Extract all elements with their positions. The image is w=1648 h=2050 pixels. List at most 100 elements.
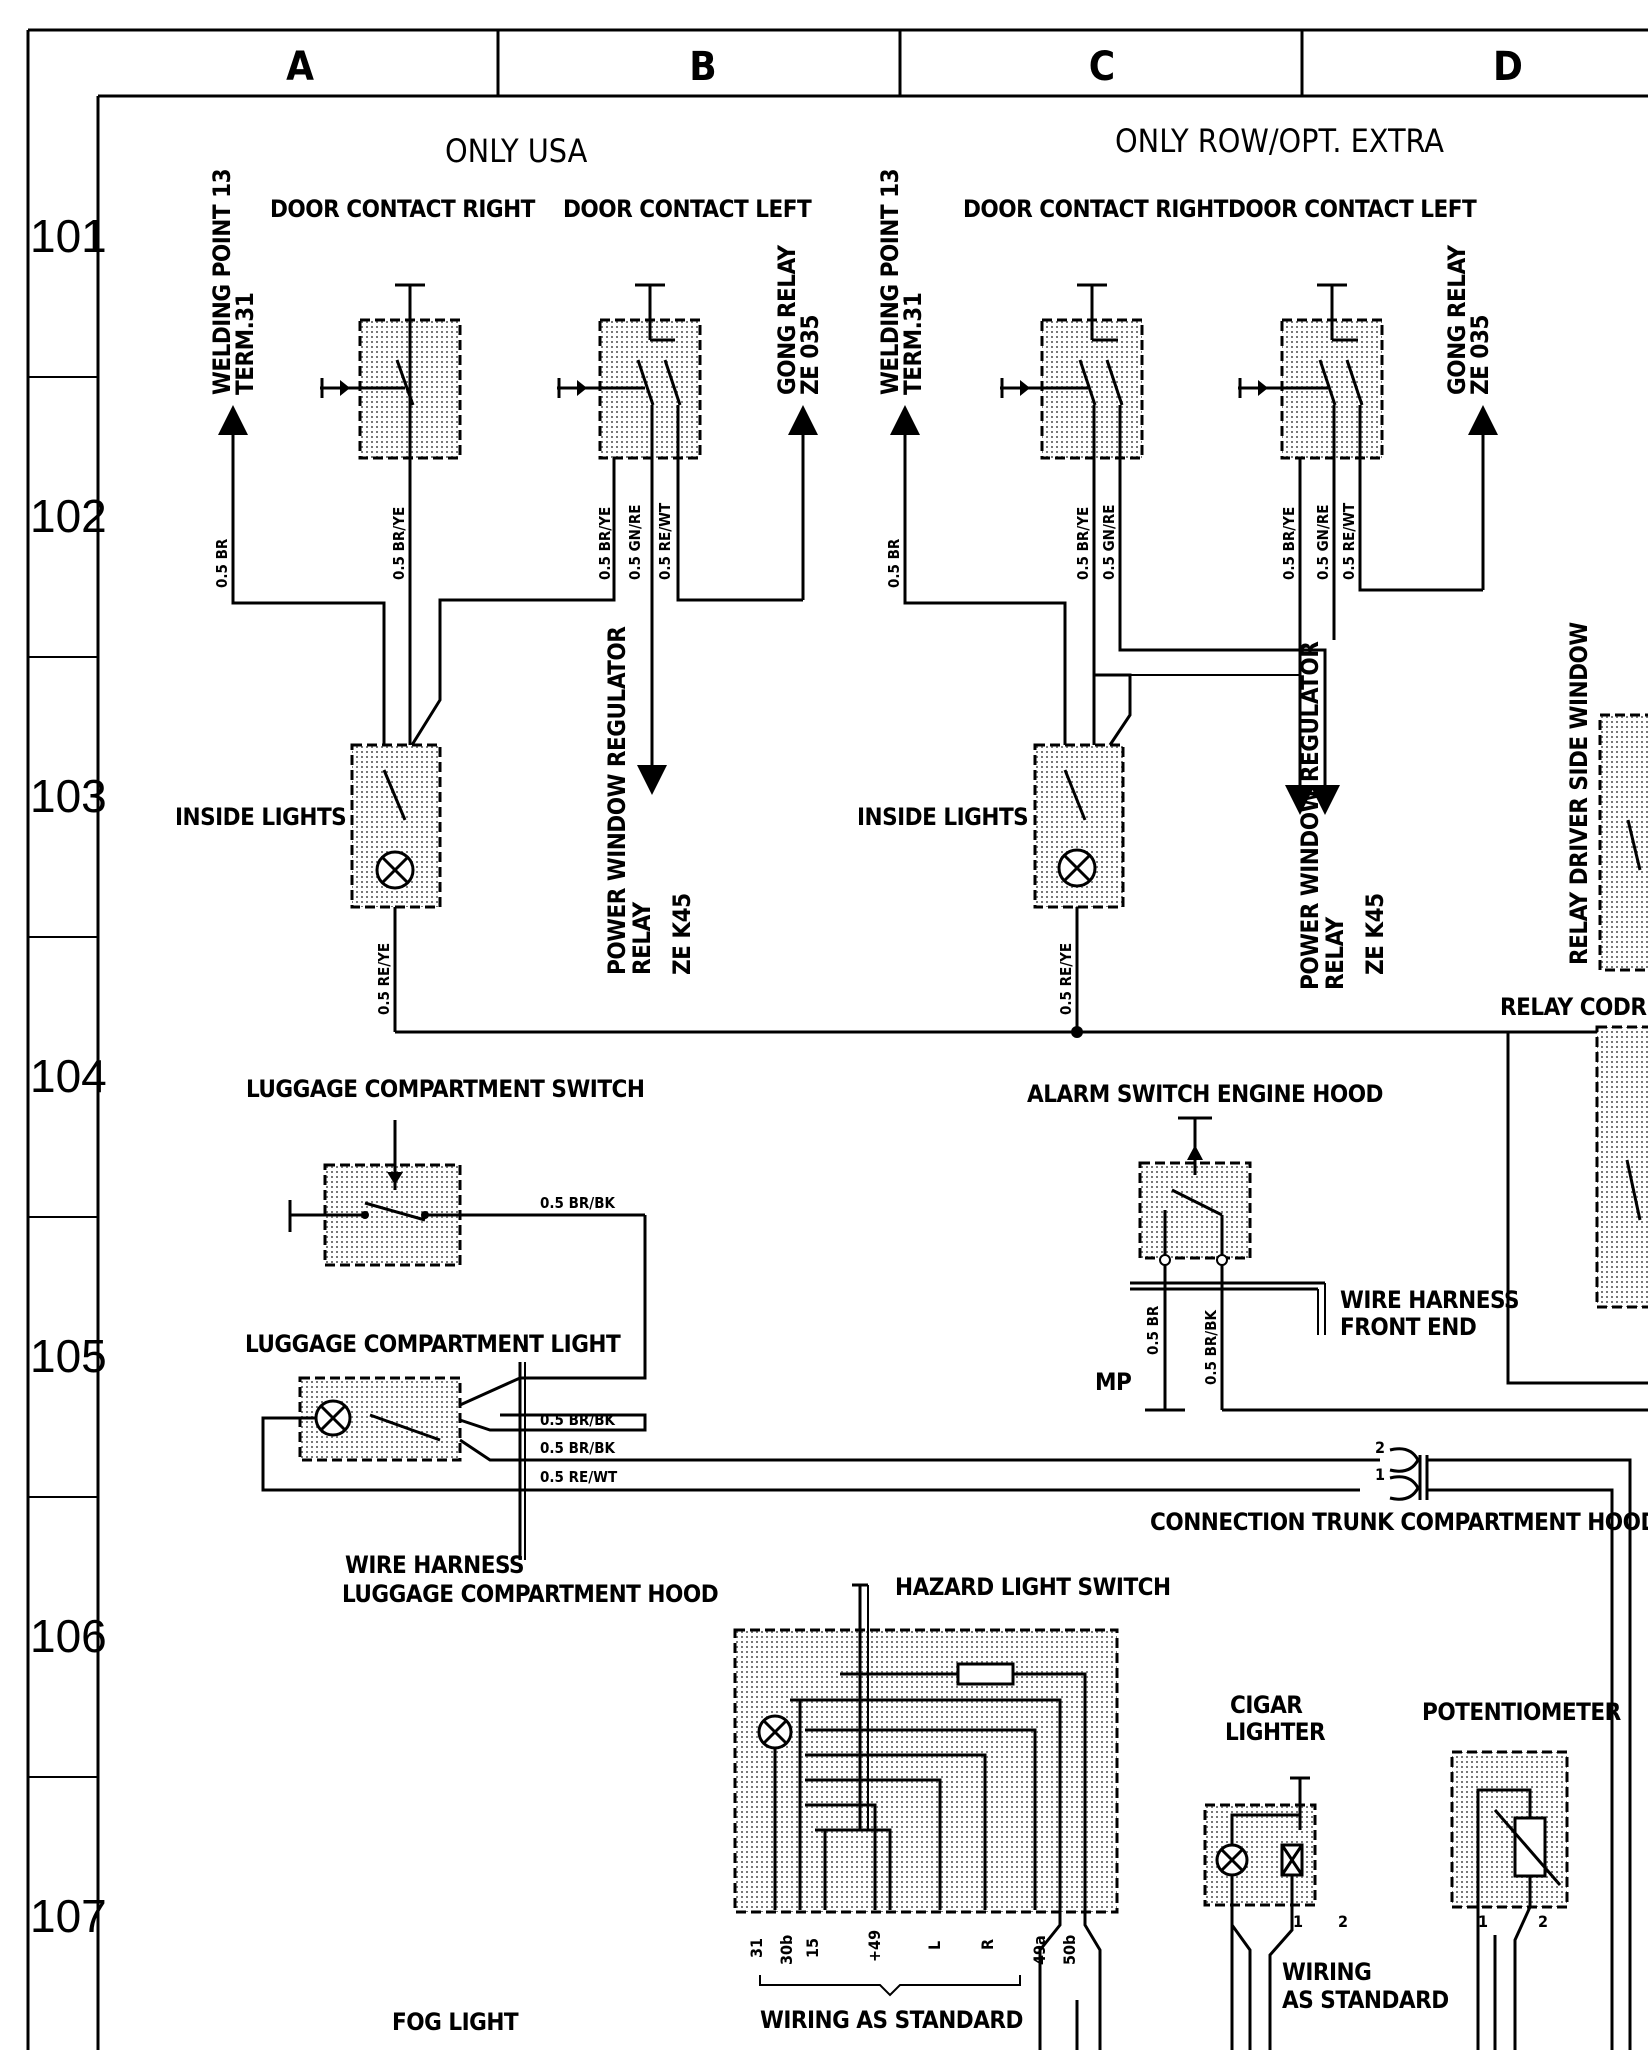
column-header-c: C (1089, 44, 1115, 90)
usa-door-contact-left-switch (557, 283, 702, 460)
luggage-harness-label-1: WIRE HARNESS (345, 1551, 524, 1579)
usa-power-window-line2: RELAY (628, 901, 656, 975)
row-wire-gnre-2: 0.5 GN/RE (1314, 504, 1332, 580)
row-door-contact-left-label: DOOR CONTACT LEFT (1228, 195, 1477, 223)
cigar-label-2: LIGHTER (1225, 1718, 1326, 1746)
fog-light-label: FOG LIGHT (392, 2008, 519, 2036)
usa-wire-brye-2: 0.5 BR/YE (596, 507, 614, 580)
hazard-pin-r: R (978, 1939, 997, 1950)
row-wire-rewt: 0.5 RE/WT (1340, 502, 1358, 580)
potentiometer-section: POTENTIOMETER 1 2 (1422, 1698, 1622, 2050)
row-door-contact-left-switch (1238, 283, 1384, 460)
row-wire-br: 0.5 BR (885, 538, 903, 588)
luggage-harness-label-2: LUGGAGE COMPARTMENT HOOD (342, 1580, 718, 1608)
usa-wire-br: 0.5 BR (213, 538, 231, 588)
potentiometer-label: POTENTIOMETER (1422, 1698, 1622, 1726)
conn-pin-1: 1 (1375, 1465, 1385, 1484)
row-welding-term-label: TERM.31 (899, 293, 927, 395)
alarm-mp-label: MP (1095, 1368, 1131, 1396)
row-welding-point-label: WELDING POINT 13 (876, 169, 904, 395)
luggage-wire-3: 0.5 BR/BK (540, 1439, 615, 1457)
row-power-window-line1: POWER WINDOW REGULATOR (1296, 641, 1324, 990)
row-wire-gnre: 0.5 GN/RE (1100, 504, 1118, 580)
connection-trunk-connector: 2 1 (1375, 1438, 1632, 2050)
cigar-lighter (1203, 1776, 1317, 1907)
hazard-pin-15: 15 (803, 1938, 822, 1958)
usa-door-contact-right-switch (320, 283, 462, 460)
column-header-a: A (286, 44, 314, 90)
cigar-section: CIGAR LIGHTER 1 2 WIRING AS STANDARD (1203, 1691, 1449, 2050)
cigar-wiring-label-1: WIRING (1282, 1958, 1371, 1986)
cigar-wiring-label-2: AS STANDARD (1282, 1986, 1449, 2014)
relay-driver-label: RELAY DRIVER SIDE WINDOW (1565, 622, 1593, 965)
row-section: DOOR CONTACT RIGHT DOOR CONTACT LEFT WEL… (857, 169, 1498, 1032)
alarm-switch (1138, 1116, 1252, 1410)
luggage-light-label: LUGGAGE COMPARTMENT LIGHT (245, 1330, 621, 1358)
hazard-pin-49: +49 (865, 1930, 884, 1962)
luggage-wire-1: 0.5 BR/BK (540, 1194, 615, 1212)
hazard-section: HAZARD LIGHT SWITCH 31 30b 15 +49 L (733, 1573, 1171, 2050)
row-gong-code-label: ZE 035 (1466, 315, 1494, 395)
relay-driver-side-window: RELAY DRIVER SIDE WINDOW (1565, 622, 1648, 972)
hazard-pin-l: L (925, 1941, 944, 1950)
row-inside-lights-label: INSIDE LIGHTS (857, 803, 1028, 831)
usa-power-window-line3: ZE K45 (668, 893, 696, 975)
usa-welding-term-label: TERM.31 (231, 293, 259, 395)
luggage-switch-label: LUGGAGE COMPARTMENT SWITCH (246, 1075, 644, 1103)
cigar-pin-1: 1 (1293, 1912, 1303, 1931)
usa-wire-reye: 0.5 RE/YE (375, 943, 393, 1015)
row-header-107: 107 (30, 1890, 107, 1942)
row-power-window-line3: ZE K45 (1361, 893, 1389, 975)
row-header-103: 103 (30, 770, 107, 822)
row-header-102: 102 (30, 490, 107, 542)
row-door-contact-right-label: DOOR CONTACT RIGHT (963, 195, 1229, 223)
region-label-row: ONLY ROW/OPT. EXTRA (1115, 122, 1444, 160)
usa-door-contact-left-label: DOOR CONTACT LEFT (563, 195, 812, 223)
connection-trunk-label: CONNECTION TRUNK COMPARTMENT HOOD (1150, 1508, 1648, 1536)
potentiometer-pin-2: 2 (1538, 1912, 1548, 1931)
usa-power-window-line1: POWER WINDOW REGULATOR (603, 626, 631, 975)
cigar-label-1: CIGAR (1230, 1691, 1303, 1719)
column-header-d: D (1493, 44, 1523, 90)
alarm-switch-label: ALARM SWITCH ENGINE HOOD (1027, 1080, 1383, 1108)
row-header-106: 106 (30, 1610, 107, 1662)
luggage-light (261, 1376, 1360, 1492)
alarm-harness-label-2: FRONT END (1340, 1313, 1476, 1341)
relay-codriver-box (1595, 1025, 1648, 1309)
luggage-switch (288, 1120, 645, 1267)
usa-gong-code-label: ZE 035 (796, 315, 824, 395)
column-header-b: B (689, 44, 716, 90)
conn-pin-2: 2 (1375, 1438, 1385, 1457)
alarm-wire-br: 0.5 BR (1144, 1305, 1162, 1355)
alarm-section: ALARM SWITCH ENGINE HOOD WIRE HARNESS FR… (1027, 1030, 1648, 1412)
hazard-pin-31: 31 (747, 1938, 766, 1958)
hazard-pin-50b: 50b (1060, 1935, 1079, 1965)
row-wire-brye: 0.5 BR/YE (1074, 507, 1092, 580)
cigar-pin-2: 2 (1338, 1912, 1348, 1931)
usa-section: DOOR CONTACT RIGHT DOOR CONTACT LEFT WEL… (175, 169, 824, 1032)
relay-codriver-label: RELAY CODRIV (1500, 993, 1648, 1021)
alarm-wire-brbk: 0.5 BR/BK (1202, 1310, 1220, 1385)
row-power-window-line2: RELAY (1321, 916, 1349, 990)
row-door-contact-right-switch (1000, 283, 1144, 460)
hazard-wiring-label: WIRING AS STANDARD (760, 2006, 1023, 2034)
usa-wire-gnre: 0.5 GN/RE (626, 504, 644, 580)
luggage-section: LUGGAGE COMPARTMENT SWITCH 0.5 BR/BK LUG… (245, 1075, 1380, 1608)
row-header-104: 104 (30, 1050, 107, 1102)
usa-wire-brye: 0.5 BR/YE (390, 507, 408, 580)
hazard-pin-30b: 30b (777, 1935, 796, 1965)
drawing-frame (26, 28, 1648, 2050)
usa-wire-rewt: 0.5 RE/WT (656, 502, 674, 580)
usa-inside-lights-component (350, 743, 442, 1032)
usa-door-contact-right-label: DOOR CONTACT RIGHT (270, 195, 536, 223)
usa-welding-point-label: WELDING POINT 13 (208, 169, 236, 395)
row-inside-lights-component (1033, 743, 1125, 1032)
usa-inside-lights-label: INSIDE LIGHTS (175, 803, 346, 831)
row-header-101: 101 (30, 210, 107, 262)
row-wire-reye: 0.5 RE/YE (1057, 943, 1075, 1015)
junction-dot (1071, 1026, 1083, 1038)
potentiometer-pin-1: 1 (1478, 1912, 1488, 1931)
row-wire-brye-2: 0.5 BR/YE (1280, 507, 1298, 580)
row-gong-relay-label: GONG RELAY (1443, 245, 1471, 395)
